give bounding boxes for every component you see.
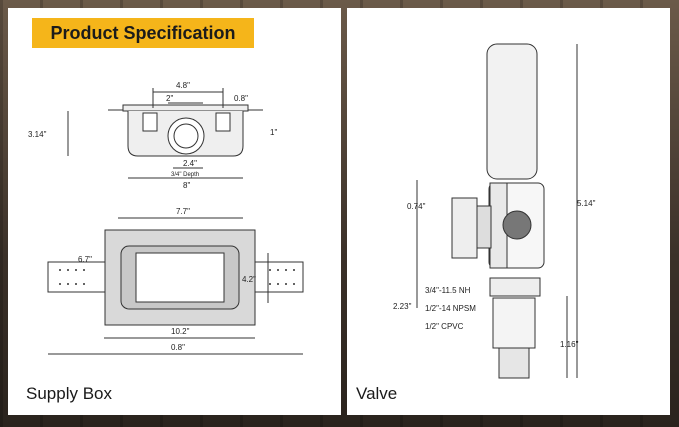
dim-flange: 0.8": [234, 94, 248, 103]
valve-handle-tube: [486, 43, 538, 180]
supply-box-caption: Supply Box: [26, 384, 112, 403]
valve-cpvc-pipe: [498, 347, 530, 379]
dim-gap: 2": [166, 94, 173, 103]
dim-outlet: 0.74": [407, 202, 426, 211]
valve-outlet-thread: [451, 197, 478, 259]
top-valve-inner: [173, 123, 199, 149]
dim-depth: 3/4" Depth: [171, 172, 199, 178]
dim-opening: 4.2": [242, 275, 256, 284]
dim-width-a: 4.8": [176, 81, 190, 90]
dim-total-height: 5.14": [577, 199, 596, 208]
dim-spacing: 2.4": [183, 159, 197, 168]
top-left-port: [142, 112, 158, 132]
dim-outer-width: 10.2": [171, 327, 190, 336]
dim-thread: 3/4"-11.5 NH: [425, 286, 471, 295]
front-box-opening: [135, 252, 225, 303]
dim-front-height: 6.7": [78, 255, 92, 264]
top-valve-hole: [167, 117, 205, 155]
dim-valve-height: 2.23": [393, 302, 412, 311]
valve-caption: Valve: [356, 384, 398, 403]
supply-box-drawing: 4.8" 2" 0.8" 3.14" 1" 2.4" 3/4" Depth 8": [28, 81, 304, 355]
dim-pipe: 1.16": [560, 340, 579, 349]
dim-inner-width: 7.7": [176, 207, 190, 216]
dim-width-b: 8": [183, 181, 190, 190]
valve-lever: [502, 210, 532, 240]
valve-panel: 5.14" 0.74" 3/4"-11.5 NH 2.23" 1/2"-14 N…: [347, 8, 670, 415]
valve-drawing: 5.14" 0.74" 3/4"-11.5 NH 2.23" 1/2"-14 N…: [393, 43, 596, 379]
dim-total: 0.8": [171, 343, 185, 352]
product-specification-badge: Product Specification: [32, 18, 254, 48]
dim-cpvc: 1/2" CPVC: [425, 322, 464, 331]
top-flange-plate: [122, 104, 249, 112]
dim-offset: 1": [270, 128, 277, 137]
valve-nut: [489, 277, 541, 297]
dim-npsm: 1/2"-14 NPSM: [425, 304, 476, 313]
supply-box-panel: 4.8" 2" 0.8" 3.14" 1" 2.4" 3/4" Depth 8": [8, 8, 341, 415]
top-right-port: [215, 112, 231, 132]
dim-height: 3.14": [28, 130, 47, 139]
valve-npsm-thread: [492, 297, 536, 349]
